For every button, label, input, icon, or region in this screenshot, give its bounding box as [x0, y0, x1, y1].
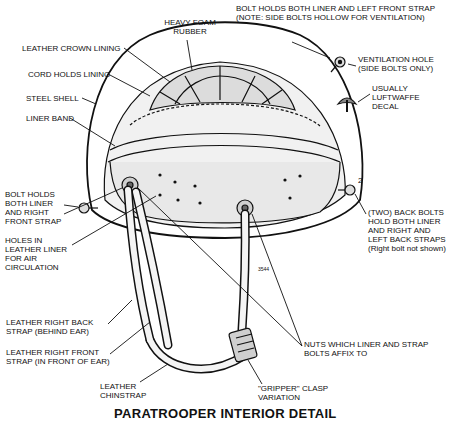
- diagram-title: PARATROOPER INTERIOR DETAIL: [114, 406, 337, 421]
- part-label: BOLT HOLDS BOTH LINER AND LEFT FRONT STR…: [236, 4, 441, 22]
- part-label: VENTILATION HOLE (SIDE BOLTS ONLY): [358, 55, 444, 73]
- part-label: (TWO) BACK BOLTS HOLD BOTH LINER AND RIG…: [368, 208, 446, 253]
- part-label: LINER BAND: [26, 114, 86, 123]
- part-label: 3544: [258, 266, 278, 272]
- part-label: HEAVY FOAM RUBBER: [150, 18, 230, 36]
- part-label: LEATHER CHINSTRAP: [100, 382, 164, 400]
- part-label: LEATHER CROWN LINING: [22, 44, 132, 53]
- part-label: BOLT HOLDS BOTH LINER AND RIGHT FRONT ST…: [5, 190, 63, 226]
- part-label: CORD HOLDS LINING: [28, 70, 118, 79]
- part-label: NUTS WHICH LINER AND STRAP BOLTS AFFIX T…: [304, 340, 444, 358]
- part-label: HOLES IN LEATHER LINER FOR AIR CIRCULATI…: [5, 236, 73, 272]
- part-label: LEATHER RIGHT BACK STRAP (BEHIND EAR): [6, 318, 110, 336]
- part-label: "GRIPPER" CLASP VARIATION: [258, 384, 344, 402]
- part-label: USUALLY LUFTWAFFE DECAL: [372, 84, 444, 111]
- callout-number: 2: [358, 176, 370, 185]
- part-label: STEEL SHELL: [26, 94, 86, 103]
- part-label: LEATHER RIGHT FRONT STRAP (IN FRONT OF E…: [6, 348, 110, 366]
